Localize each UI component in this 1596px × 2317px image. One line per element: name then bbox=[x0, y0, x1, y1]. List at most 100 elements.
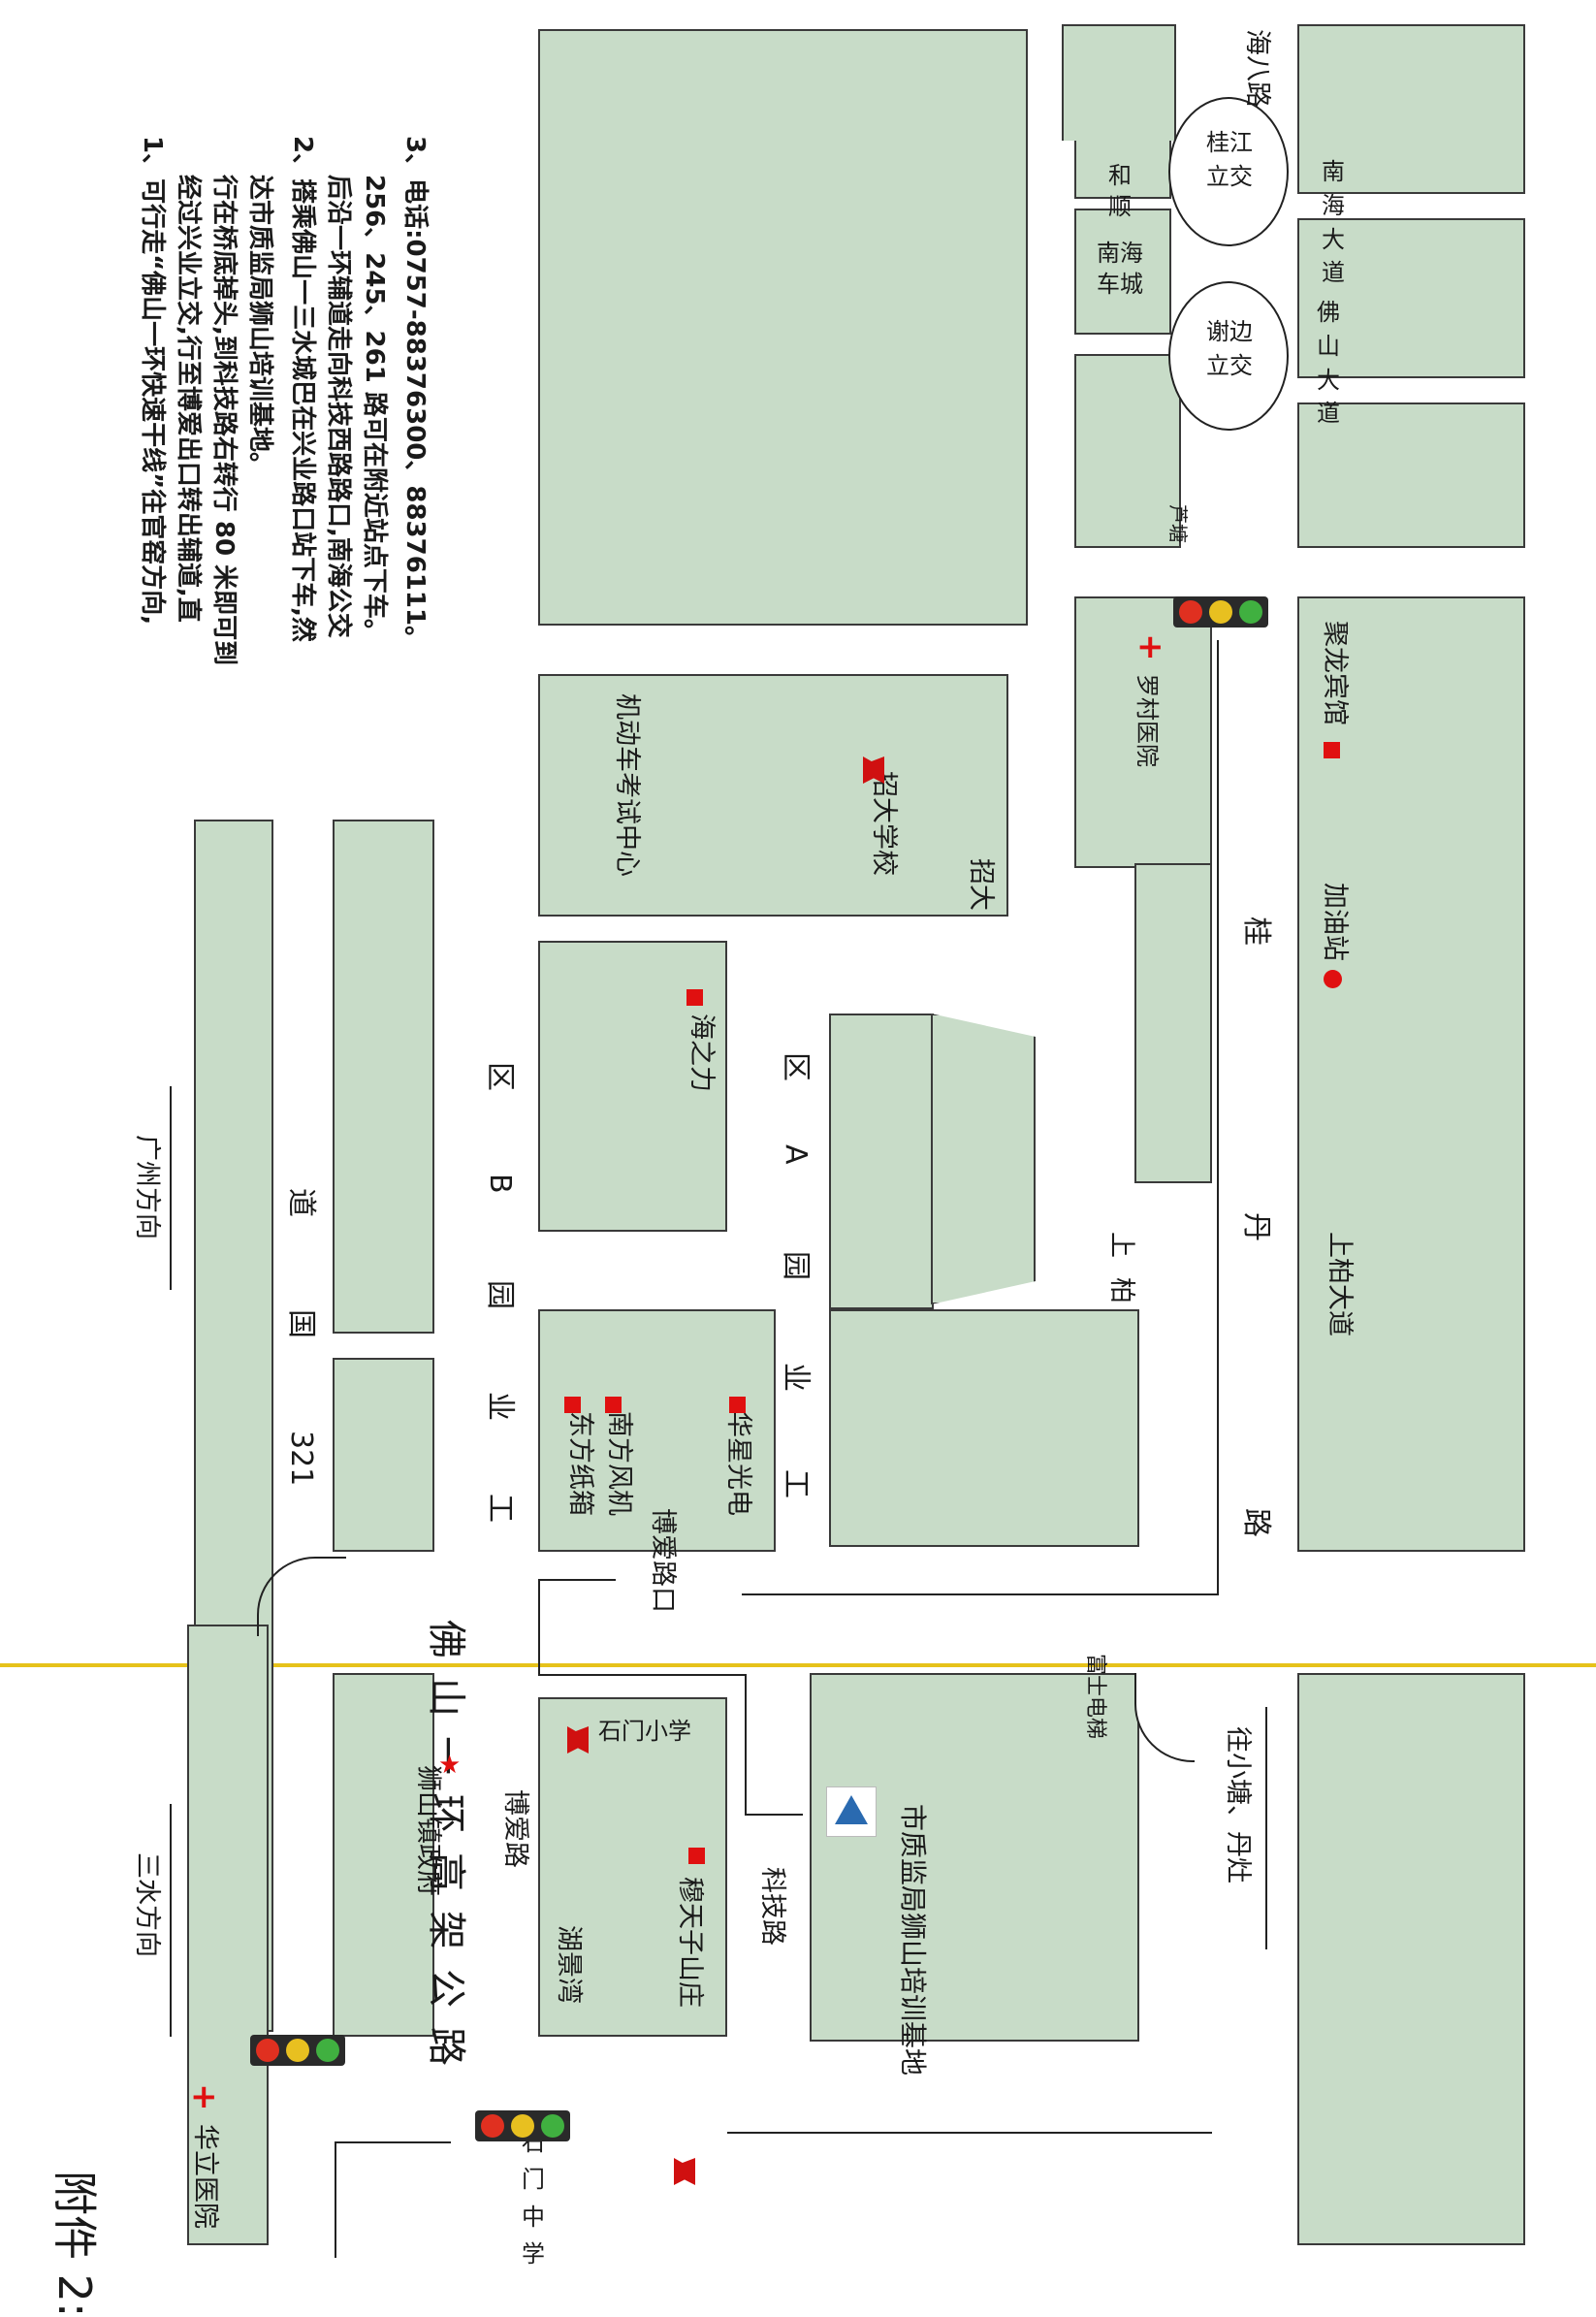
fold-line bbox=[0, 1663, 1596, 1667]
block-shishan-gov bbox=[333, 1673, 434, 2037]
industrial-a-1: 工 bbox=[779, 1469, 813, 1498]
training-base: 市质监局狮山培训基地 bbox=[897, 1804, 929, 2076]
block-large-north bbox=[538, 29, 1028, 626]
huali-hospital: 华立医院 bbox=[190, 2124, 220, 2229]
notes-line-5: 2、搭乘佛山一三水城巴在兴业路口站下车,然 bbox=[288, 136, 317, 642]
shishan-gov: 狮山镇政府 bbox=[413, 1765, 443, 1896]
shimen-primary-flag-icon bbox=[567, 1726, 589, 1754]
zhaoda: 招大 bbox=[966, 858, 996, 911]
huaxing: 华星光电 bbox=[723, 1411, 753, 1516]
guijiang-interchange: 桂江立交 bbox=[1206, 129, 1253, 190]
huaxing-marker-icon bbox=[729, 1397, 746, 1413]
bottom-rule-right bbox=[727, 2132, 1212, 2134]
traffic-light-shimen-icon bbox=[475, 2110, 570, 2141]
luocun-hospital: 罗村医院 bbox=[1133, 674, 1161, 767]
nanhai-car-city: 南海车城 bbox=[1097, 240, 1143, 299]
gas-station: 加油站 bbox=[1320, 883, 1350, 961]
zhaoda-flag-icon bbox=[863, 756, 884, 784]
route-line-2 bbox=[742, 1593, 1219, 1595]
route-line-4 bbox=[538, 1579, 540, 1676]
fuji-elevator: 富士电梯 bbox=[1083, 1654, 1107, 1740]
mutianzi: 穆天子山庄 bbox=[675, 1877, 705, 2008]
interchange-guijiang bbox=[1168, 97, 1289, 246]
traffic-light-huali-icon bbox=[250, 2035, 345, 2066]
sanshui-direction: 三水方向 bbox=[132, 1852, 162, 1957]
haiba-road: 海八路 bbox=[1242, 29, 1272, 108]
mutianzi-marker-icon bbox=[688, 1848, 705, 1864]
julong-hotel: 聚龙宾馆 bbox=[1320, 621, 1350, 725]
industrial-a-4: A bbox=[779, 1144, 813, 1165]
fuji-notch bbox=[1134, 1673, 1195, 1762]
interchange-xiebian bbox=[1168, 281, 1289, 431]
block-middle-strip bbox=[1134, 863, 1212, 1183]
block-gas-station bbox=[1297, 596, 1525, 1552]
industrial-b-4: B bbox=[483, 1174, 517, 1194]
block-321-south-a bbox=[333, 820, 434, 1334]
boai-road: 博爱路 bbox=[500, 1789, 530, 1868]
block-nanhai-ave bbox=[1297, 218, 1525, 378]
notes-line-3: 行在桥底掉头,到科技路右转行 80 米即可到 bbox=[209, 175, 239, 666]
route-line-3 bbox=[538, 1579, 616, 1581]
block-luotang bbox=[1074, 354, 1181, 548]
shimen-middle-school: 石门中学 bbox=[522, 2129, 545, 2269]
notes-line-7: 256、245、261 路可在附近站点下车。 bbox=[360, 175, 389, 644]
block-nanhai-car bbox=[1074, 209, 1171, 335]
xiaotang-arrow-line bbox=[1265, 1707, 1267, 1949]
shangbo-label: 上柏 bbox=[1106, 1232, 1136, 1323]
traffic-light-luocun-icon bbox=[1173, 596, 1268, 628]
page-title: 附件 2: bbox=[48, 2171, 101, 2317]
industrial-b-1: 工 bbox=[483, 1494, 517, 1523]
julong-marker-icon bbox=[1324, 742, 1340, 758]
industrial-b-5: 区 bbox=[483, 1062, 517, 1091]
guodao-guo: 国 bbox=[284, 1309, 318, 1338]
industrial-b-2: 业 bbox=[483, 1392, 517, 1421]
xiebian-interchange: 谢边立交 bbox=[1206, 318, 1253, 379]
shishan-gov-star-icon: ★ bbox=[438, 1751, 462, 1780]
haizhili-marker-icon bbox=[686, 989, 703, 1006]
block-luocun bbox=[1074, 596, 1212, 868]
guangzhou-arrow-line bbox=[170, 1086, 172, 1290]
keji-road: 科技路 bbox=[757, 1867, 787, 1946]
nanfang-marker-icon bbox=[605, 1397, 622, 1413]
nanfang-fan: 南方风机 bbox=[604, 1411, 634, 1516]
block-haiba-north bbox=[1062, 24, 1176, 141]
guangzhou-direction: 广州方向 bbox=[132, 1135, 162, 1239]
heshun: 和顺 bbox=[1108, 162, 1132, 221]
dongfang-marker-icon bbox=[564, 1397, 581, 1413]
shangbo-avenue: 上柏大道 bbox=[1325, 1232, 1355, 1336]
luotang-label: 芦塘 bbox=[1166, 504, 1190, 543]
block-a-lower bbox=[829, 1309, 1139, 1547]
boai-exit: 博爱路口 bbox=[648, 1508, 678, 1613]
route-line-5 bbox=[538, 1674, 747, 1676]
luocun-cross-icon: + bbox=[1136, 628, 1165, 666]
block-trapezoid bbox=[931, 1014, 1036, 1304]
block-321-south-b bbox=[333, 1358, 434, 1552]
haizhili: 海之力 bbox=[686, 1014, 717, 1092]
block-training-base bbox=[810, 1673, 1139, 2042]
sanshui-arrow-line bbox=[170, 1804, 172, 2037]
route-line-6 bbox=[745, 1674, 747, 1815]
industrial-a-2: 业 bbox=[779, 1363, 813, 1392]
block-left-strip bbox=[187, 1625, 269, 2245]
industrial-b-3: 园 bbox=[483, 1280, 517, 1309]
route-line-7 bbox=[745, 1814, 803, 1816]
notes-line-6: 后沿一环辅道走向科技西路路口,南海公交 bbox=[324, 175, 353, 638]
bottom-rule bbox=[335, 2141, 451, 2143]
block-a-upper bbox=[829, 1014, 934, 1309]
guidan-road: 桂丹路 bbox=[1239, 917, 1273, 1804]
notes-line-8: 3、电话:0757-88376300、88376111。 bbox=[400, 136, 430, 652]
industrial-a-3: 园 bbox=[779, 1251, 813, 1280]
training-base-logo-icon bbox=[826, 1786, 877, 1837]
nanhai-avenue: 南海大道 bbox=[1322, 158, 1345, 287]
dongfang-box: 东方纸箱 bbox=[565, 1411, 595, 1516]
block-hujingwan bbox=[538, 1697, 727, 2037]
zhaoda-school: 招大学校 bbox=[869, 771, 899, 876]
huali-hospital-cross-icon: + bbox=[190, 2077, 218, 2116]
industrial-a-5: 区 bbox=[779, 1052, 813, 1081]
block-dongfang bbox=[538, 1309, 776, 1552]
guodao-dao: 道 bbox=[284, 1188, 318, 1217]
shimen-primary: 石门小学 bbox=[598, 1718, 691, 1745]
notes-line-4: 达市质监局狮山培训基地。 bbox=[245, 175, 274, 478]
block-right-mid bbox=[1297, 402, 1525, 548]
shimen-middle-flag-icon bbox=[674, 2158, 695, 2185]
